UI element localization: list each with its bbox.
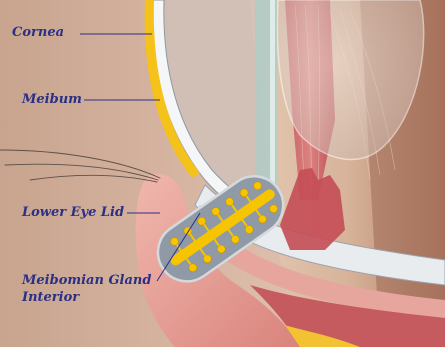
lower-eye-lid-label: Lower Eye Lid <box>22 205 124 220</box>
cornea-label: Cornea <box>12 25 64 40</box>
meibomian-gland-label-line1: Meibomian Gland <box>22 273 151 288</box>
meibomian-gland-label-line2: Interior <box>22 290 79 305</box>
meibum-label: Meibum <box>22 92 82 107</box>
